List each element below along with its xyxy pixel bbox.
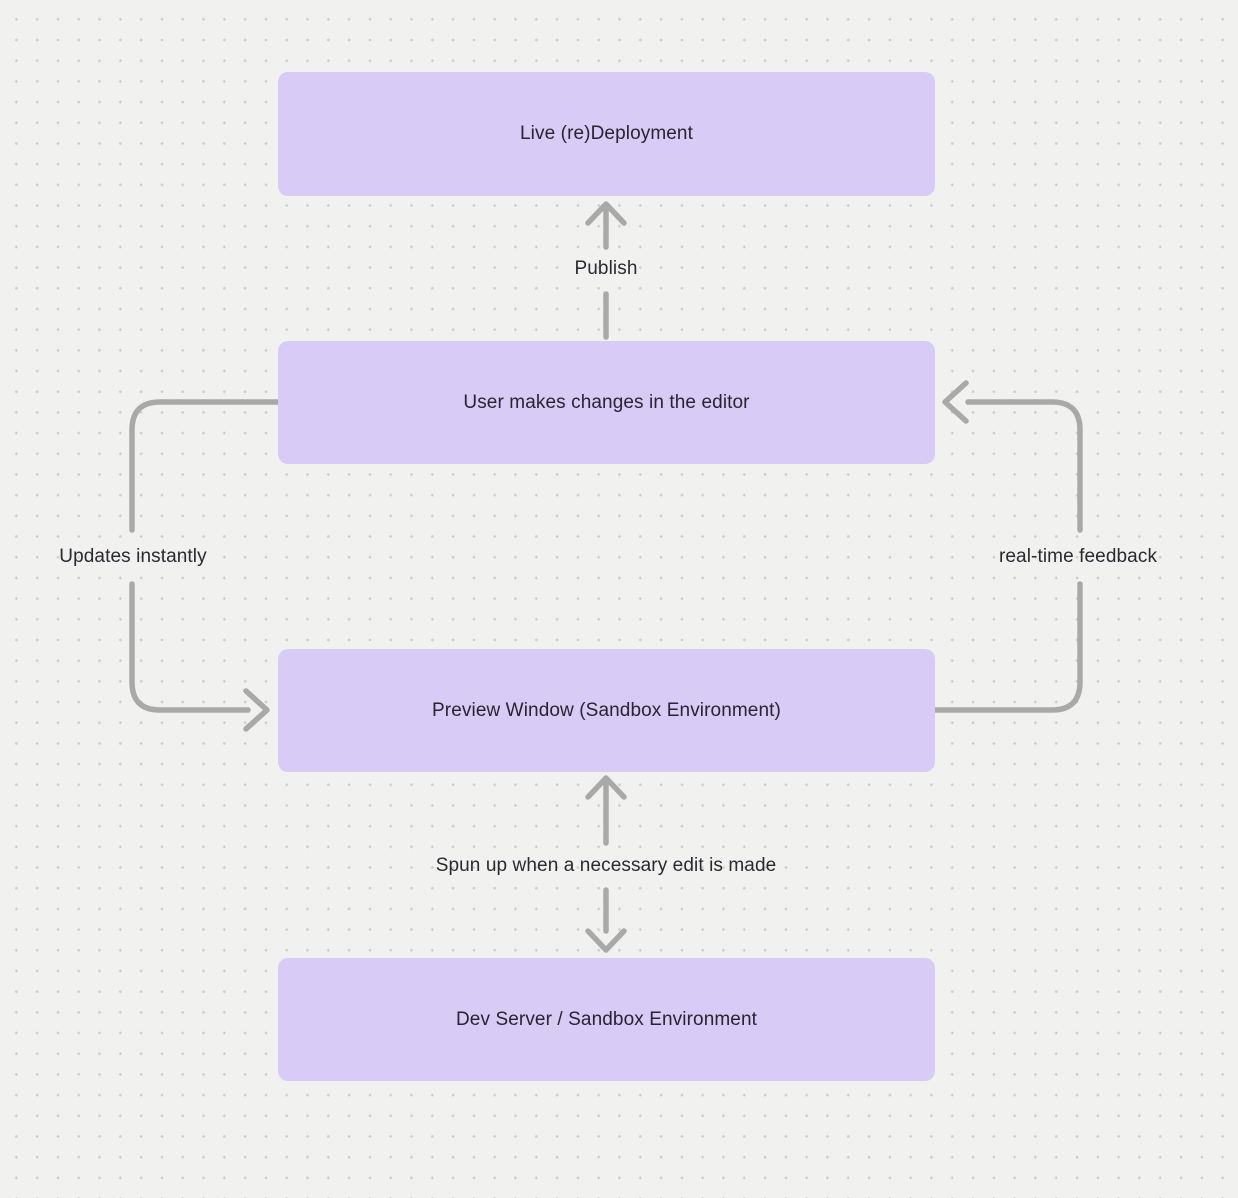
edge-label-updates-instantly: Updates instantly [59,546,207,567]
edge-label-publish: Publish [574,258,638,279]
node-user-makes-changes: User makes changes in the editor [278,341,935,464]
edge-label-spun-up: Spun up when a necessary edit is made [435,855,777,876]
node-preview-window: Preview Window (Sandbox Environment) [278,649,935,772]
node-live-redeployment: Live (re)Deployment [278,72,935,196]
node-dev-server: Dev Server / Sandbox Environment [278,958,935,1081]
edge-label-realtime-feedback: real-time feedback [998,546,1158,567]
node-dev-server-label: Dev Server / Sandbox Environment [455,1008,757,1030]
node-user-makes-changes-label: User makes changes in the editor [463,391,750,413]
node-preview-window-label: Preview Window (Sandbox Environment) [432,699,781,721]
node-live-redeployment-label: Live (re)Deployment [520,123,693,144]
